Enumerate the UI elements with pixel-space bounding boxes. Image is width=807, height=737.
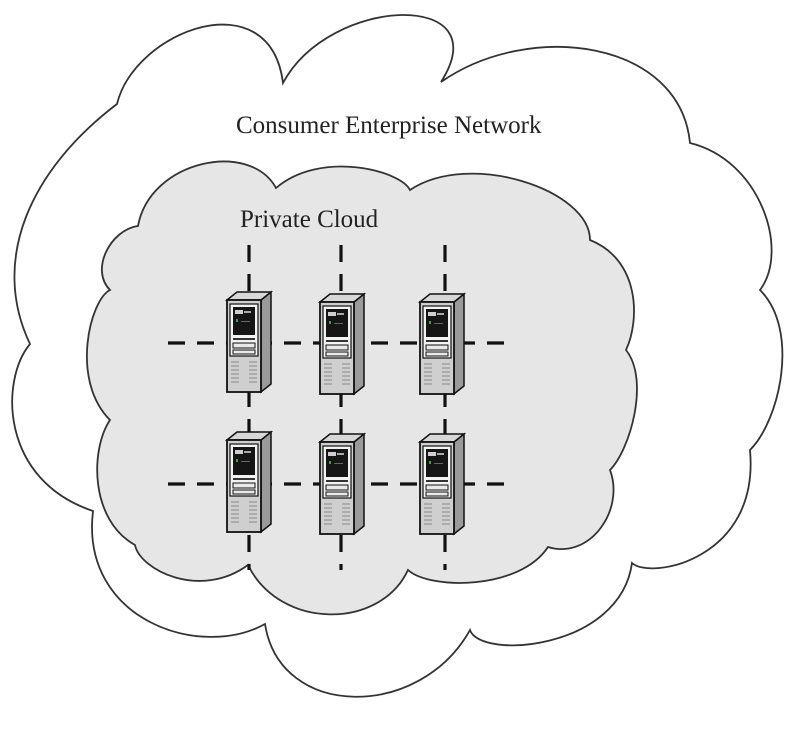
outer-cloud-label: Consumer Enterprise Network [236, 112, 542, 139]
server-icon [419, 433, 465, 535]
server-icon [319, 293, 365, 395]
server-icon [226, 431, 272, 533]
server-icon [226, 291, 272, 393]
server-icon [419, 293, 465, 395]
inner-cloud-label: Private Cloud [240, 206, 379, 233]
server-icon [319, 433, 365, 535]
